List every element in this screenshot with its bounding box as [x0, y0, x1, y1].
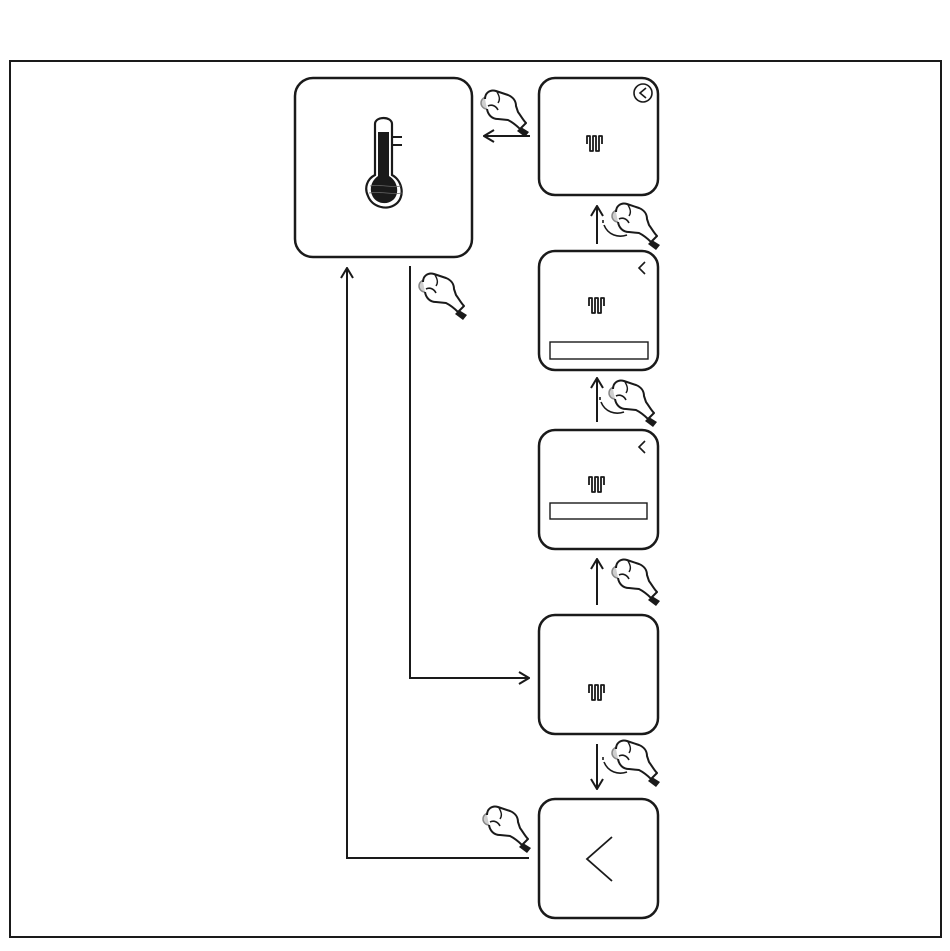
press-hand-icon	[481, 90, 529, 137]
turn-hand-icon	[603, 740, 660, 787]
temperature-screen	[295, 78, 472, 257]
press-hand-icon	[612, 559, 660, 606]
heating-screen-bar-2	[539, 251, 658, 370]
press-hand-icon	[419, 273, 467, 320]
heating-screen-base	[539, 615, 658, 734]
turn-hand-icon	[600, 380, 657, 427]
back-screen	[539, 799, 658, 918]
heating-screen-bar-1	[539, 430, 658, 549]
press-hand-icon	[483, 806, 531, 853]
arrow-temperature-to-base	[410, 266, 529, 678]
diagram-frame	[10, 61, 941, 937]
turn-hand-icon	[603, 203, 660, 250]
arrow-back-to-temperature	[347, 268, 529, 858]
heating-screen-confirm	[539, 78, 658, 195]
